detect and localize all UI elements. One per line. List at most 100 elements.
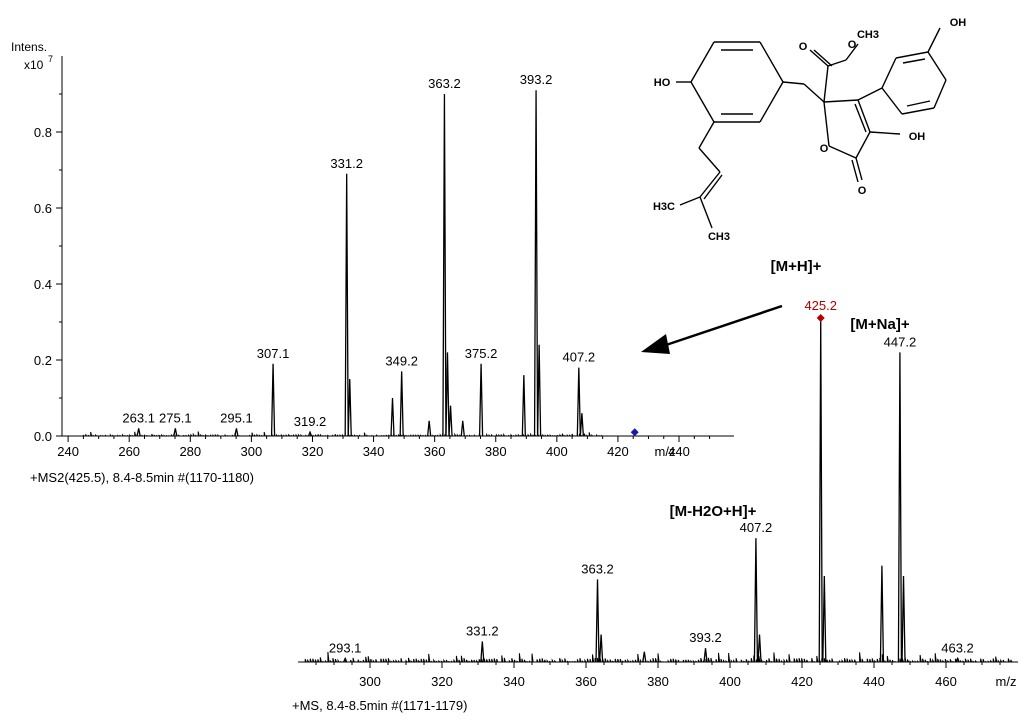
ms2-peak [307,430,313,437]
ms2-peak-label: 331.2 [330,156,363,171]
ms2-peak [344,173,349,437]
ms-peak [818,317,823,663]
ms2-x-tick-label: 400 [546,444,568,459]
ms2-x-axis-label: m/z [655,444,676,459]
ms-x-tick-label: 420 [791,674,813,689]
structure-bond [690,81,715,123]
atom-label-oh: OH [909,131,926,143]
ms2-peak [136,428,141,437]
ms2-peak [478,363,484,437]
atom-label-ho: HO [654,77,671,89]
ms-peak [822,575,827,663]
ms2-peak [445,352,450,437]
structure-bond [881,57,897,89]
ms-x-tick-label: 440 [863,674,885,689]
ms2-x-tick-label: 320 [302,444,324,459]
ms2-x-tick-label: 380 [485,444,507,459]
ms-peak [879,565,885,663]
ms2-x-tick-label: 260 [118,444,140,459]
structure-bond [699,171,721,198]
structure-bond [845,43,859,61]
ms2-y-axis-label: Intens. [11,40,47,54]
atom-label-oh: OH [950,17,967,29]
ms-peak-label: 331.2 [466,623,499,638]
annotation-mh2o: [M-H2O+H]+ [670,503,757,520]
structure-bond [901,107,935,115]
ms-peak [901,575,906,663]
ms2-y-multiplier: x10 [24,58,44,72]
ms-peak [642,651,647,663]
ms2-peak-label: 263.1 [122,410,155,425]
ms2-peak [442,93,447,437]
ms2-peak-label: 349.2 [385,353,418,368]
ms-x-tick-label: 340 [503,674,525,689]
structure-bond [699,196,713,229]
ms2-peak [270,363,276,437]
structure-bond [823,65,829,103]
structure-bond [827,59,847,67]
structure-bond [703,174,723,200]
ms2-peak [347,378,352,437]
ms2-x-tick-label: 300 [241,444,263,459]
ms2-x-tick-label: 440 [668,444,690,459]
atom-label-o: O [820,143,829,155]
atom-label-ch3: CH3 [857,29,879,41]
structure-bond [823,101,830,147]
ms2-peak [533,90,539,437]
ms-peak [598,634,604,663]
ms-peak [753,538,759,663]
ms2-peak [427,420,432,437]
ms2-peak [536,344,542,437]
ms2-footer: +MS2(425.5), 8.4-8.5min #(1170-1180) [30,470,254,485]
ms-peak-label: 447.2 [884,334,917,349]
structure-bond [855,157,863,181]
structure-bond [933,79,947,109]
ms-peak [757,634,762,663]
structure-bond [881,87,903,115]
ms-peak [595,579,600,663]
ms2-peak-label: 407.2 [563,350,596,365]
ms-peak-label: 425.2 [804,298,837,313]
ms2-peak-label: 319.2 [294,414,327,429]
ms2-peak [460,420,465,437]
ms2-peak-label: 393.2 [520,72,553,87]
ms-peak [703,648,708,663]
ms2-y-tick-label: 0.0 [34,429,52,444]
annotation-mna: [M+Na]+ [850,316,909,333]
ms2-x-tick-label: 420 [607,444,629,459]
ms2-peak [399,371,404,437]
ms2-peak [390,397,395,437]
structure-bond [927,51,947,81]
atom-label-o: O [799,41,808,53]
structure-bond [828,145,857,159]
structure-bond [854,103,867,133]
ms2-peak-label: 363.2 [428,76,461,91]
ms-x-tick-label: 380 [647,674,669,689]
ms2-y-tick-label: 0.2 [34,353,52,368]
ms-peak [480,641,485,663]
precursor-marker [630,428,639,437]
structure-bond [906,100,931,107]
ms2-peak-label: 275.1 [159,410,192,425]
structure-drawing [676,27,947,229]
ms2-peak-label: 375.2 [465,346,498,361]
ms-x-tick-label: 320 [431,674,453,689]
ms2-y-tick-label: 0.8 [34,125,52,140]
atom-label-h3c: H3C [653,201,675,213]
ms-footer: +MS, 8.4-8.5min #(1171-1179) [292,698,468,713]
ms2-peak-label: 295.1 [220,410,253,425]
structure-bond [679,196,701,206]
ms2-peak [173,428,178,437]
structure-bond [869,131,901,135]
ms2-y-tick-label: 0.4 [34,277,52,292]
ms-baseline [298,651,1013,663]
structure-bond [857,87,883,101]
precursor-arrow-shaft [659,304,783,349]
ms2-x-tick-label: 360 [424,444,446,459]
ms2-peak [521,375,526,437]
mh-marker [816,314,825,322]
ms-x-tick-label: 360 [575,674,597,689]
annotation-mh: [M+H]+ [771,258,822,275]
